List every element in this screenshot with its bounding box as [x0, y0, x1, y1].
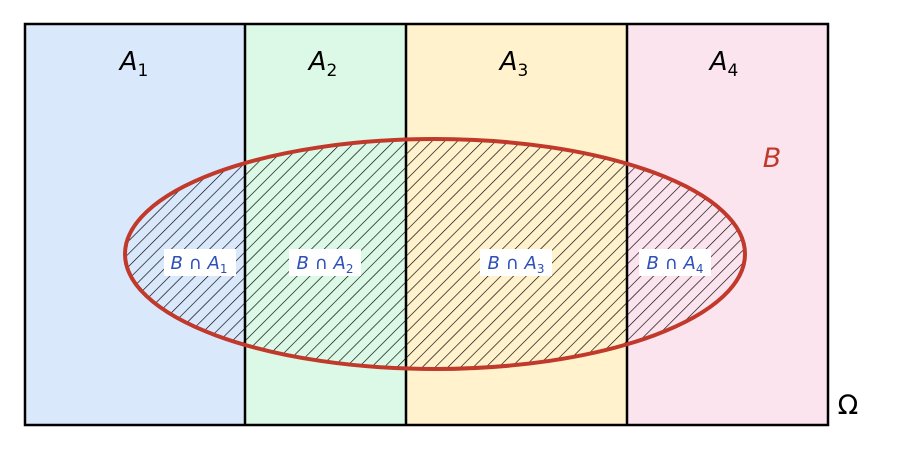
- svg-text:B ∩ A4: B ∩ A4: [647, 253, 704, 276]
- sample-space-label: Ω: [838, 390, 859, 421]
- svg-text:B ∩ A1: B ∩ A1: [171, 253, 228, 276]
- event-b-label: B: [763, 143, 782, 174]
- sample-space-border: [23, 22, 830, 427]
- partition-label-a1: A1: [118, 47, 149, 81]
- intersection-label-b-a3: B ∩ A3: [480, 249, 552, 276]
- partition-label-a3: A3: [498, 47, 529, 81]
- event-b-outline: [123, 137, 747, 371]
- partition-label-a4: A4: [708, 47, 739, 81]
- intersection-label-b-a1: B ∩ A1: [164, 249, 236, 276]
- intersection-label-b-a2: B ∩ A2: [289, 249, 361, 276]
- intersection-label-b-a4: B ∩ A4: [639, 249, 711, 276]
- svg-text:B ∩ A3: B ∩ A3: [488, 253, 545, 276]
- partition-label-a2: A2: [307, 47, 338, 81]
- svg-text:B ∩ A2: B ∩ A2: [297, 253, 354, 276]
